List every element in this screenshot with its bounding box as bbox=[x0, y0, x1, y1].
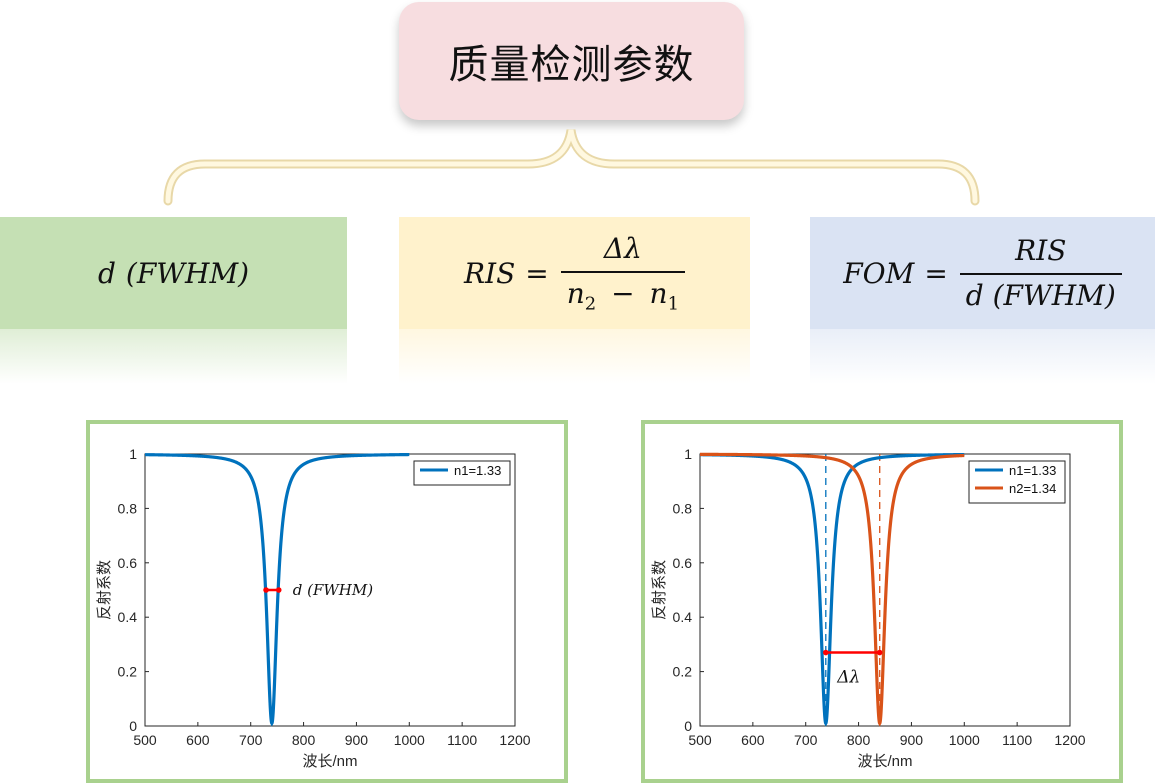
ris-denominator: n2 − n1 bbox=[560, 270, 686, 314]
y-tick-label: 0.4 bbox=[118, 609, 138, 625]
y-tick-label: 0.2 bbox=[673, 664, 693, 680]
legend-label: n1=1.33 bbox=[454, 463, 501, 478]
y-tick-label: 0.2 bbox=[118, 664, 138, 680]
legend-label: n2=1.34 bbox=[1009, 481, 1056, 496]
fom-equals: = bbox=[924, 256, 948, 290]
chart-fwhm: 500 600 700 800 900 1000 1100 1200 0 0.2 0.4 0.6 0.8… bbox=[96, 446, 531, 770]
fom-formula-box: FOM = RIS d (FWHM) bbox=[810, 217, 1155, 384]
measure-endpoint bbox=[876, 649, 883, 656]
y-tick-label: 1 bbox=[684, 446, 692, 462]
fom-fraction: RIS d (FWHM) bbox=[959, 234, 1122, 312]
y-tick-label: 1 bbox=[129, 446, 137, 462]
y-tick-label: 0.6 bbox=[118, 555, 138, 571]
x-tick-label: 500 bbox=[688, 732, 712, 748]
ris-numerator: Δλ bbox=[603, 231, 642, 265]
y-tick-label: 0 bbox=[684, 718, 692, 734]
y-tick-label: 0.4 bbox=[673, 609, 693, 625]
measure-endpoint bbox=[263, 587, 269, 593]
series-line bbox=[699, 452, 965, 727]
x-tick-label: 1000 bbox=[949, 732, 980, 748]
x-tick-label: 800 bbox=[847, 732, 871, 748]
curly-brace bbox=[163, 129, 980, 206]
y-tick-label: 0.8 bbox=[673, 500, 693, 516]
plot-frame bbox=[699, 453, 1071, 727]
legend-box bbox=[413, 460, 511, 486]
x-tick-label: 1000 bbox=[394, 732, 425, 748]
x-tick-label: 900 bbox=[900, 732, 924, 748]
y-axis-label: 反射系数 bbox=[651, 560, 668, 620]
page-title: 质量检测参数 bbox=[448, 42, 695, 88]
x-tick-label: 800 bbox=[292, 732, 316, 748]
y-tick-label: 0.6 bbox=[673, 555, 693, 571]
fwhm-arg: (FWHM) bbox=[125, 256, 250, 290]
chart-shift: 500 600 700 800 900 1000 1100 1200 0 0.2 0.4 0.6 0.8… bbox=[651, 446, 1086, 770]
ris-formula-box: RIS = Δλ n2 − n1 bbox=[399, 217, 750, 384]
plot-frame bbox=[144, 453, 516, 727]
x-tick-label: 1200 bbox=[499, 732, 530, 748]
series-line bbox=[145, 452, 410, 727]
x-tick-label: 500 bbox=[133, 732, 157, 748]
legend-label: n1=1.33 bbox=[1009, 463, 1056, 478]
ris-fraction: Δλ n2 − n1 bbox=[560, 231, 686, 314]
fwhm-annotation-label: d (FWHM) bbox=[293, 581, 373, 599]
fom-lhs: FOM bbox=[843, 256, 915, 290]
y-tick-label: 0.8 bbox=[118, 500, 138, 516]
fom-denominator: d (FWHM) bbox=[959, 273, 1122, 312]
ris-equals: = bbox=[525, 256, 549, 290]
x-tick-label: 700 bbox=[794, 732, 818, 748]
x-tick-label: 900 bbox=[345, 732, 369, 748]
fwhm-d: d bbox=[97, 256, 116, 290]
ris-lhs: RIS bbox=[463, 256, 516, 290]
x-tick-label: 1200 bbox=[1054, 732, 1085, 748]
fwhm-formula-box: d (FWHM) bbox=[0, 217, 347, 384]
x-tick-label: 1100 bbox=[447, 732, 477, 748]
chart-panel-fwhm: 500 600 700 800 900 1000 1100 1200 0 0.2 0.4 0.6 0.8… bbox=[86, 420, 568, 783]
title-box: 质量检测参数 bbox=[399, 2, 744, 120]
y-tick-label: 0 bbox=[129, 718, 137, 734]
x-tick-label: 600 bbox=[741, 732, 765, 748]
x-tick-label: 600 bbox=[186, 732, 210, 748]
x-tick-label: 1100 bbox=[1002, 732, 1032, 748]
x-tick-label: 700 bbox=[239, 732, 263, 748]
y-axis-label: 反射系数 bbox=[96, 560, 113, 620]
chart-panel-shift: 500 600 700 800 900 1000 1100 1200 0 0.2 0.4 0.6 0.8… bbox=[641, 420, 1123, 783]
x-axis-label: 波长/nm bbox=[857, 753, 912, 770]
series-line bbox=[700, 452, 965, 727]
measure-endpoint bbox=[823, 649, 829, 656]
measure-endpoint bbox=[275, 587, 282, 593]
legend-box bbox=[968, 460, 1066, 504]
fom-numerator: RIS bbox=[1015, 234, 1067, 267]
delta-lambda-label: Δλ bbox=[836, 668, 860, 688]
x-axis-label: 波长/nm bbox=[302, 753, 357, 770]
